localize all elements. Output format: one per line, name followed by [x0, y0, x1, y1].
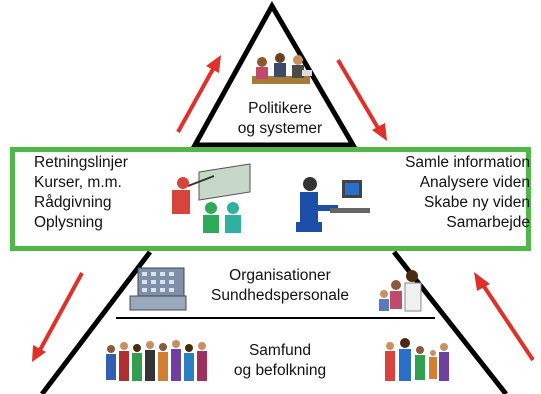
right-item-1: Samle information — [405, 154, 530, 171]
top-label-line1: Politikere — [248, 100, 312, 117]
right-item-3: Skabe ny viden — [424, 194, 530, 211]
arrow-down-right — [336, 58, 387, 141]
lower-label: Organisationer Sundhedspersonale — [180, 266, 380, 306]
arrow-down-left — [32, 272, 84, 362]
lower-label-line2: Sundhedspersonale — [211, 287, 349, 304]
bottom-label-line2: og befolkning — [233, 362, 327, 379]
bottom-label: Samfund og befolkning — [200, 341, 360, 381]
right-list: Samle information Analysere viden Skabe … — [405, 153, 530, 233]
left-list: Retningslinjer Kurser, m.m. Rådgivning O… — [34, 153, 128, 233]
bottom-label-line1: Samfund — [248, 342, 312, 359]
computer-worker-icon — [296, 177, 370, 232]
health-care-icon — [379, 270, 422, 312]
arrow-up-left — [176, 55, 221, 133]
meeting-icon — [252, 53, 312, 84]
left-item-3: Rådgivning — [34, 194, 112, 211]
left-item-4: Oplysning — [34, 214, 103, 231]
office-building-icon — [129, 267, 187, 311]
top-label-line2: og systemer — [237, 120, 323, 137]
lower-label-line1: Organisationer — [229, 267, 331, 284]
teacher-icon — [172, 163, 251, 233]
right-item-4: Samarbejde — [446, 214, 530, 231]
top-label: Politikere og systemer — [220, 99, 340, 139]
left-item-1: Retningslinjer — [34, 154, 128, 171]
bottom-trapezoid — [40, 250, 152, 394]
crowd-icon — [106, 340, 207, 381]
left-item-2: Kurser, m.m. — [34, 174, 122, 191]
family-icon — [385, 338, 449, 381]
right-item-2: Analysere viden — [419, 174, 530, 191]
middle-band — [10, 147, 531, 251]
arrow-up-right — [474, 272, 535, 362]
